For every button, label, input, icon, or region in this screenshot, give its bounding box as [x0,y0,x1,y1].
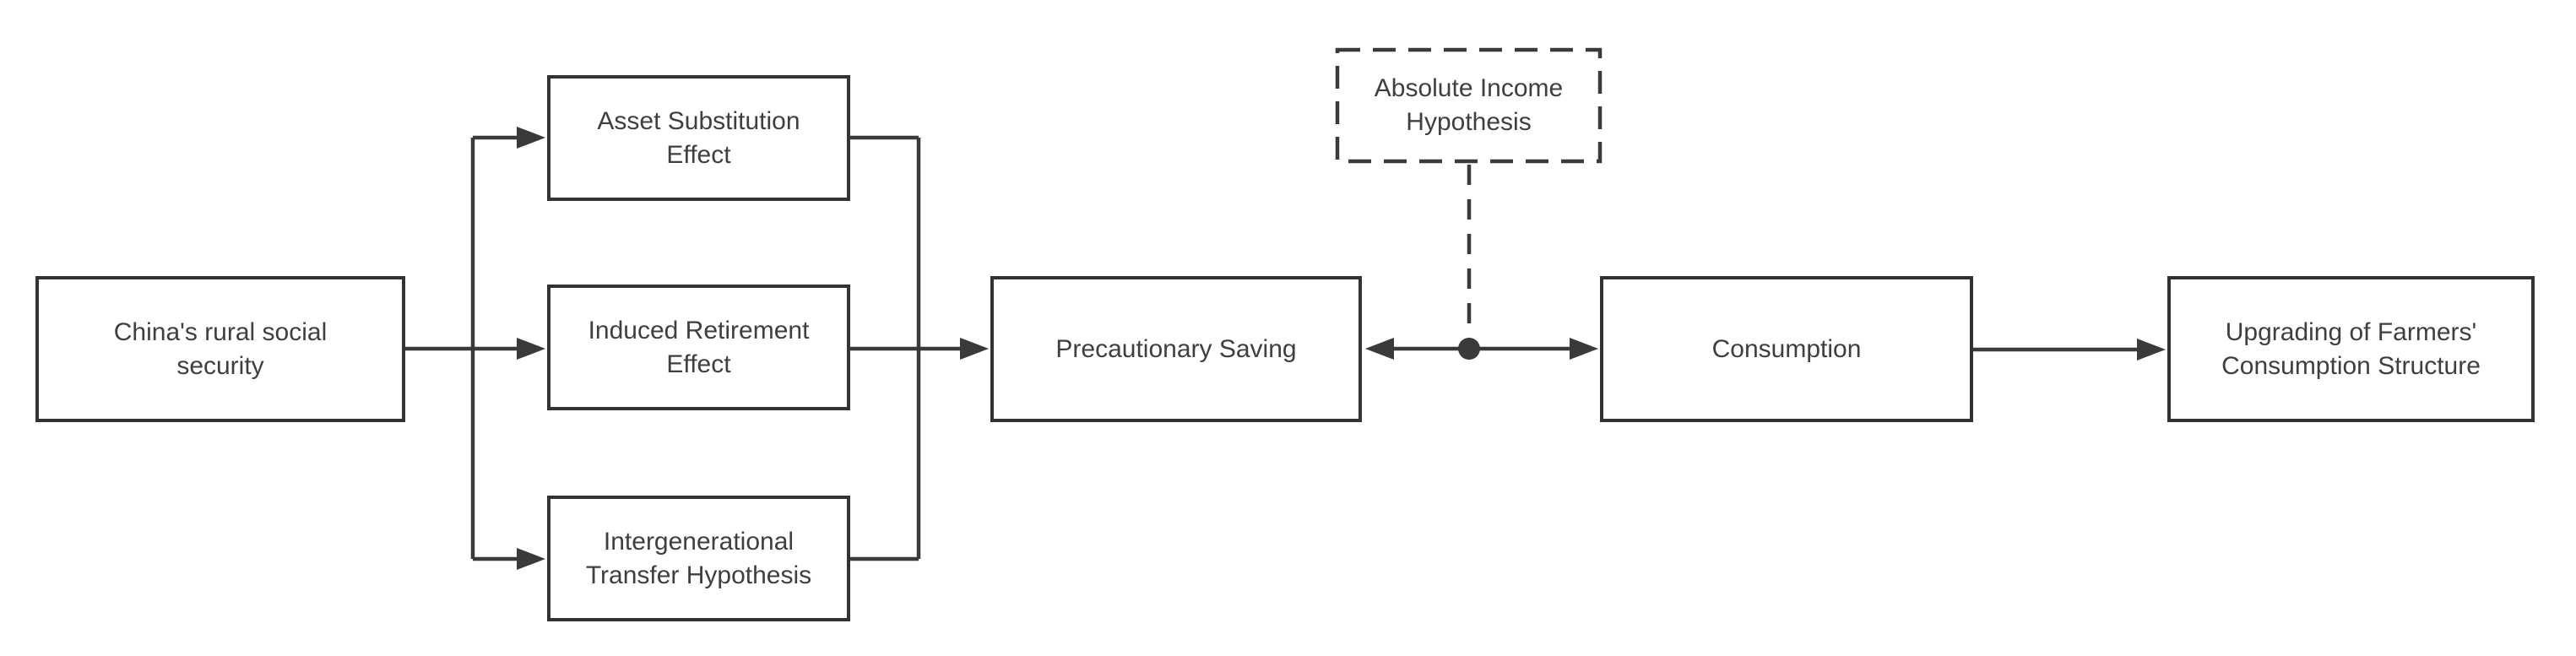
arrowhead-into-retirement [517,338,545,360]
node-label: China's rural social security [113,317,328,380]
arrowhead-into-transfer [517,548,545,570]
dashed-box-outline [1335,47,1603,164]
arrowhead-into-upgrading [2137,339,2166,361]
arrowhead-into-consumption [1570,338,1598,360]
arrowhead-into-saving-right [1365,338,1394,360]
arrowhead-into-saving [960,338,989,360]
node-upgrading-of-farmers-consumption-structure: Upgrading of Farmers' Consumption Struct… [2167,276,2535,422]
node-label: Consumption [1711,334,1862,363]
arrowhead-into-asset [517,127,545,149]
node-intergenerational-transfer-hypothesis: Intergenerational Transfer Hypothesis [547,496,850,621]
node-label: Absolute Income Hypothesis [1374,74,1564,136]
node-precautionary-saving: Precautionary Saving [990,276,1362,422]
node-label: Intergenerational Transfer Hypothesis [585,527,812,589]
node-chinas-rural-social-security: China's rural social security [35,276,405,422]
node-asset-substitution-effect: Asset Substitution Effect [547,75,850,201]
node-label: Precautionary Saving [1055,334,1297,363]
junction-dot [1458,338,1480,360]
node-label: Asset Substitution Effect [597,106,800,169]
node-label: Induced Retirement Effect [588,316,810,378]
node-induced-retirement-effect: Induced Retirement Effect [547,285,850,410]
node-consumption: Consumption [1600,276,1973,422]
node-label: Upgrading of Farmers' Consumption Struct… [2221,317,2481,380]
node-absolute-income-hypothesis: Absolute Income Hypothesis [1336,48,1602,163]
